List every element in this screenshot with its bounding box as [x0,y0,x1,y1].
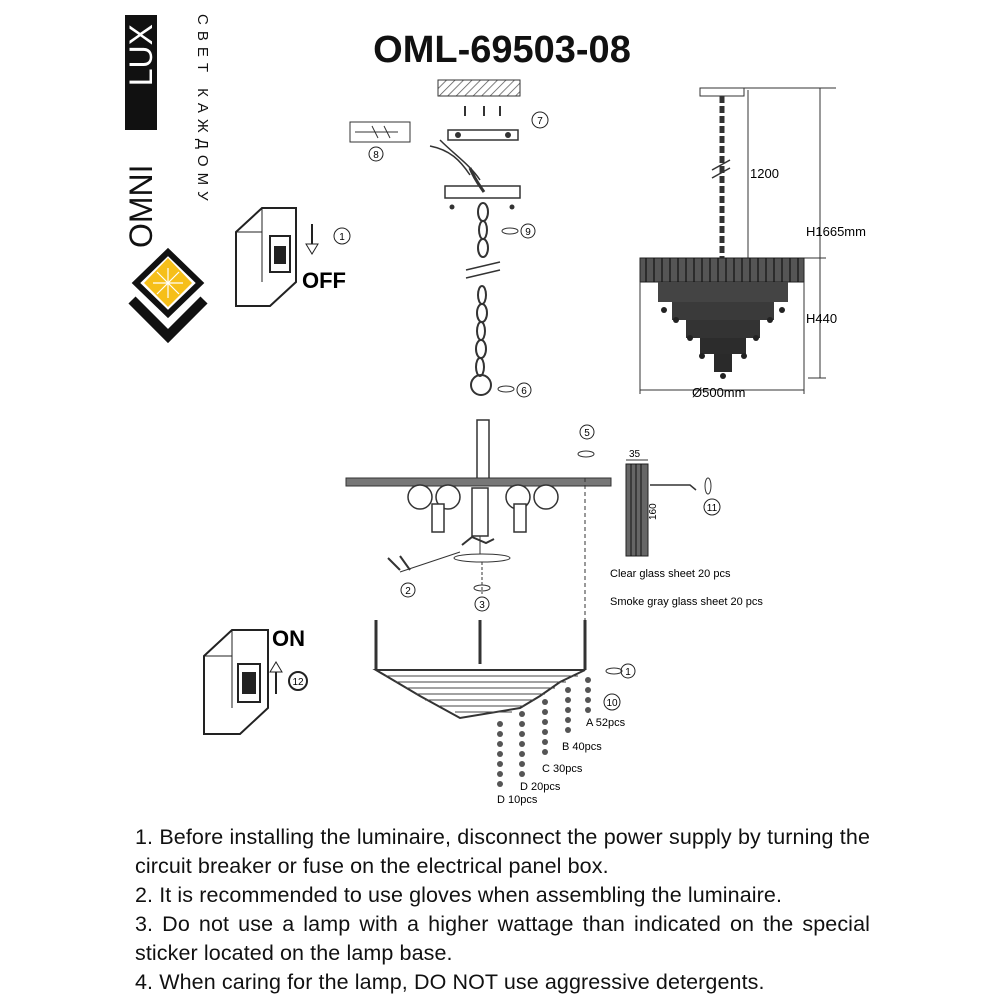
svg-text:11: 11 [707,503,718,514]
svg-text:5: 5 [584,428,590,439]
svg-text:9: 9 [525,227,531,238]
panel-height-dim: 160 [648,503,659,520]
step-1-marker: 1 [333,227,351,245]
step-12-marker: 12 [288,671,308,691]
step-6-marker: 6 [516,382,532,398]
chandelier-dimension-drawing: 1200 H1665mm H440 Ø500mm [639,87,866,400]
glass-smoke-label: Smoke gray glass sheet 20 pcs [610,596,763,608]
frame-assembly-illustration: 35 160 Clear glass sheet 20 pcs Smoke gr… [345,419,763,624]
crystal-tiers-illustration: A 52pcs B 40pcs C 30pcs D 20pcs D 10pcs [372,620,626,806]
strand-a-label: A 52pcs [586,717,626,729]
step-2-marker: 2 [400,582,416,598]
strand-d1-label: D 20pcs [520,781,561,793]
step-5-marker: 5 [579,424,595,440]
svg-text:6: 6 [521,386,527,397]
svg-text:12: 12 [292,677,304,688]
step-10-marker: 10 [603,693,621,711]
rotate-arrow-icon [473,227,712,675]
instruction-3: 3. Do not use a lamp with a higher watta… [135,912,870,965]
glass-clear-label: Clear glass sheet 20 pcs [610,568,731,580]
svg-text:8: 8 [373,150,379,161]
switch-off-illustration: OFF [235,207,346,307]
step-8-marker: 8 [368,146,384,162]
brand-logo: LUX OMNI СВЕТ КАЖДОМУ [123,14,211,344]
brand-name-right: LUX [123,24,159,86]
dimension-body-height: H440 [806,311,837,326]
logo-diamond-icon [128,247,208,344]
svg-text:10: 10 [606,698,618,709]
brand-name-left: OMNI [123,164,159,248]
step-7-marker: 7 [531,111,549,129]
instruction-2: 2. It is recommended to use gloves when … [135,883,783,907]
dimension-chain-length: 1200 [750,166,779,181]
panel-width-dim: 35 [629,449,641,460]
svg-text:1: 1 [339,232,345,243]
page-title: OML-69503-08 [373,29,631,71]
svg-text:7: 7 [537,116,543,127]
step-11-marker: 11 [703,498,721,516]
instruction-4: 4. When caring for the lamp, DO NOT use … [135,970,765,994]
logo-box-lux [125,15,157,130]
step-3-marker: 3 [474,596,490,612]
switch-off-label: OFF [302,268,346,293]
instructions-list: 1. Before installing the luminaire, disc… [135,823,870,997]
dimension-diameter: Ø500mm [692,385,745,400]
step-callouts: 1 2 3 6 7 8 9 10 11 12 5 1 [288,111,721,711]
brand-tagline: СВЕТ КАЖДОМУ [194,14,211,207]
ceiling-mount-illustration [349,79,521,396]
strand-c-label: C 30pcs [542,763,583,775]
step-1b-marker: 1 [620,663,636,679]
svg-text:2: 2 [405,586,411,597]
svg-text:3: 3 [479,600,485,611]
dimension-total-height: H1665mm [806,224,866,239]
strand-b-label: B 40pcs [562,741,602,753]
instruction-1: 1. Before installing the luminaire, disc… [135,825,870,878]
switch-on-illustration: ON [203,626,305,735]
svg-text:1: 1 [625,667,631,678]
step-9-marker: 9 [520,223,536,239]
strand-d2-label: D 10pcs [497,794,538,806]
switch-on-label: ON [272,626,305,651]
